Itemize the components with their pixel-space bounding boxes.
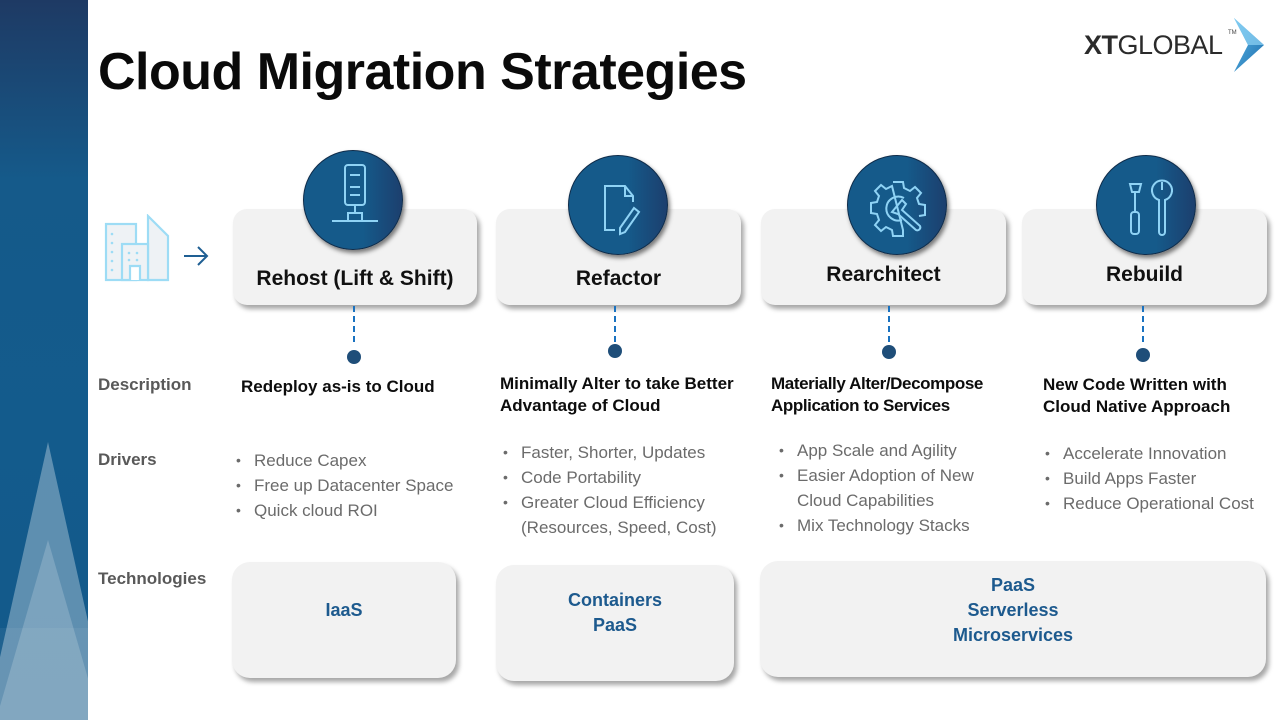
driver-item: Reduce Operational Cost <box>1042 491 1277 516</box>
technology-item: PaaS <box>592 615 638 635</box>
technology-item: Serverless <box>967 599 1059 620</box>
description-refactor: Minimally Alter to take Better Advantage… <box>500 374 734 415</box>
connector-dot <box>608 344 622 358</box>
strategy-icon-circle <box>303 150 403 250</box>
connector-line <box>614 306 616 342</box>
drivers-list-rehost: Reduce Capex Free up Datacenter Space Qu… <box>233 448 493 523</box>
connector-dot <box>347 350 361 364</box>
xtglobal-logo: XTGLOBAL TM <box>1080 16 1265 74</box>
row-label-description: Description <box>98 375 192 394</box>
technology-item: IaaS <box>325 599 363 620</box>
arrow-right-icon <box>184 246 209 266</box>
technology-box-rehost: IaaS <box>232 562 456 678</box>
driver-item: Accelerate Innovation <box>1042 441 1277 466</box>
strategy-title: Rehost (Lift & Shift) <box>256 267 454 290</box>
driver-item: Free up Datacenter Space <box>233 473 493 498</box>
driver-item: Greater Cloud Efficiency (Resources, Spe… <box>500 490 740 540</box>
description-rebuild: New Code Written with Cloud Native Appro… <box>1043 375 1231 416</box>
buildings-icon <box>104 214 170 282</box>
server-network-icon <box>332 164 378 222</box>
driver-item: Reduce Capex <box>233 448 493 473</box>
drivers-list-rebuild: Accelerate Innovation Build Apps Faster … <box>1042 441 1277 516</box>
logo-trademark: TM <box>1228 30 1237 36</box>
technology-box-rearchitect-rebuild: PaaS Serverless Microservices <box>760 561 1266 677</box>
connector-dot <box>1136 348 1150 362</box>
connector-dot <box>882 345 896 359</box>
drivers-list-refactor: Faster, Shorter, Updates Code Portabilit… <box>500 440 740 540</box>
mountain-decoration-icon <box>0 442 88 720</box>
row-label-technologies: Technologies <box>98 569 207 588</box>
technology-item: PaaS <box>990 574 1036 595</box>
driver-item: Build Apps Faster <box>1042 466 1277 491</box>
gear-wrench-icon <box>870 181 926 237</box>
strategy-icon-circle <box>847 155 947 255</box>
driver-item: Faster, Shorter, Updates <box>500 440 740 465</box>
tools-icon <box>1128 179 1173 236</box>
driver-item: Easier Adoption of New Cloud Capabilitie… <box>776 463 1006 513</box>
strategy-title: Refactor <box>575 267 662 290</box>
connector-line <box>1142 306 1144 342</box>
sidebar-band <box>0 0 88 720</box>
connector-line <box>353 306 355 342</box>
strategy-icon-circle <box>1096 155 1196 255</box>
technology-item: Microservices <box>952 624 1074 645</box>
row-label-drivers: Drivers <box>98 450 157 469</box>
strategy-icon-circle <box>568 155 668 255</box>
page-title: Cloud Migration Strategies <box>98 43 747 101</box>
driver-item: Quick cloud ROI <box>233 498 493 523</box>
description-rehost: Redeploy as-is to Cloud <box>241 377 435 396</box>
strategy-title: Rebuild <box>1106 263 1183 286</box>
drivers-list-rearchitect: App Scale and Agility Easier Adoption of… <box>776 438 1006 538</box>
driver-item: Mix Technology Stacks <box>776 513 1006 538</box>
driver-item: App Scale and Agility <box>776 438 1006 463</box>
chevron-logo-icon <box>1234 18 1264 72</box>
document-pencil-icon <box>604 185 641 236</box>
strategy-title: Rearchitect <box>826 263 941 286</box>
driver-item: Code Portability <box>500 465 740 490</box>
logo-text: XTGLOBAL <box>1084 30 1223 60</box>
connector-line <box>888 306 890 342</box>
technology-item: Containers <box>567 590 663 610</box>
description-rearchitect: Materially Alter/Decompose Application t… <box>771 374 983 415</box>
strategy-card-rearchitect: Rearchitect <box>761 209 1006 305</box>
technology-box-refactor: Containers PaaS <box>496 565 734 681</box>
